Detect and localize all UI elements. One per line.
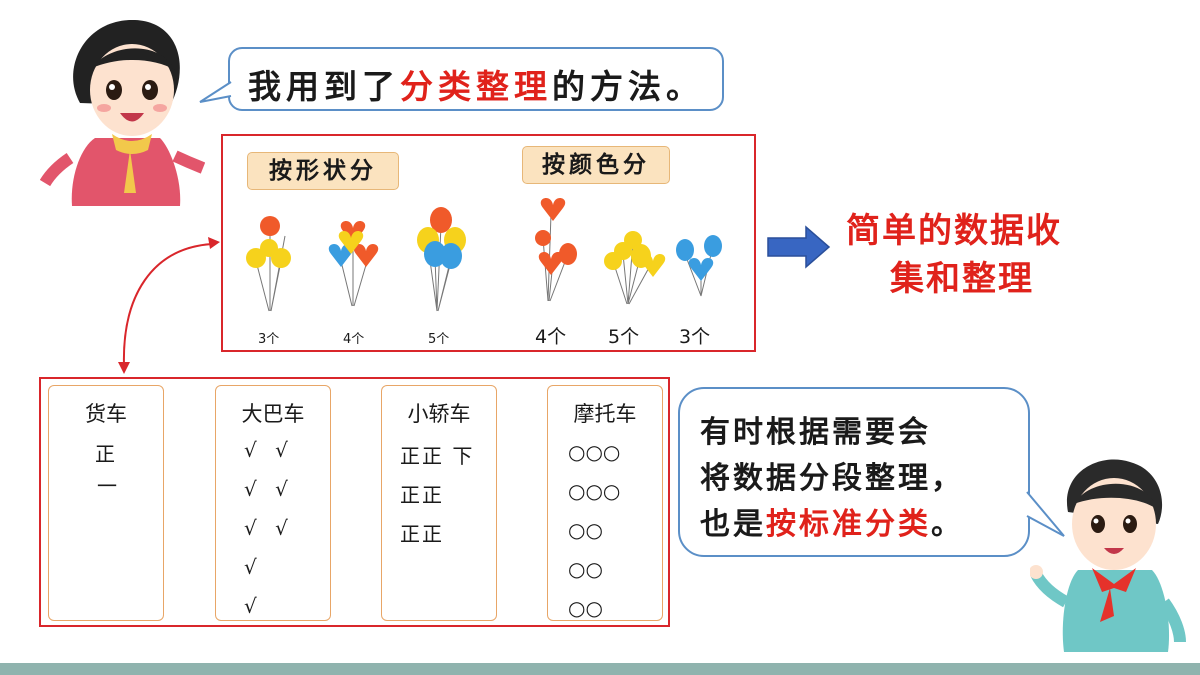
speech-bubble-right: 有时根据需要会 将数据分段整理， 也是按标准分类。 — [678, 387, 1030, 557]
tally-mark: √ √ — [244, 477, 294, 501]
balloon-count-5: 5个 — [608, 326, 640, 348]
bubble-top-tail — [199, 81, 232, 103]
tally-column-truck: 货车 正 一 — [48, 385, 164, 621]
balloon-count-4: 4个 — [535, 326, 567, 348]
speech-bubble-top: 我用到了分类整理的方法。 — [228, 47, 724, 111]
tally-panel: 货车 正 一 大巴车 √ √ √ √ √ √ √ √ 小轿车 正正 下 正正 正… — [39, 377, 670, 627]
tally-mark: 正正 — [400, 522, 444, 546]
boy-illustration — [1030, 459, 1186, 652]
bubble-top-highlight: 分类整理 — [400, 67, 552, 106]
tally-mark: 正 — [95, 442, 121, 466]
tally-mark: 正正 下 — [400, 444, 475, 468]
bubble-right-line-3-prefix: 也是 — [700, 507, 766, 542]
tally-mark: ○○○ — [568, 440, 621, 464]
tally-mark: √ √ — [244, 516, 294, 540]
tally-mark: 正正 — [400, 483, 444, 507]
bubble-top-text: 我用到了分类整理的方法。 — [248, 60, 704, 108]
result-line-2: 集和整理 — [890, 259, 1034, 299]
tally-column-car: 小轿车 正正 下 正正 正正 — [381, 385, 497, 621]
bubble-right-highlight: 按标准分类 — [766, 507, 931, 542]
tally-column-bus: 大巴车 √ √ √ √ √ √ √ √ — [215, 385, 331, 621]
tally-mark: √ — [244, 594, 263, 618]
balloon-count-2: 4个 — [343, 332, 365, 347]
tally-header-car: 小轿车 — [407, 402, 471, 426]
tally-header-bus: 大巴车 — [241, 402, 305, 426]
bubble-right-line-3: 也是按标准分类。 — [700, 499, 964, 543]
tally-mark: ○○ — [568, 518, 603, 542]
balloon-panel: 按形状分 按颜色分 3个 4个 5个 4 — [221, 134, 756, 352]
tally-mark: √ — [244, 555, 263, 579]
tag-by-color: 按颜色分 — [522, 146, 670, 184]
double-arrow-icon — [118, 237, 220, 374]
tally-column-motorcycle: 摩托车 ○○○ ○○○ ○○ ○○ ○○ — [547, 385, 663, 621]
bottom-bar — [0, 663, 1200, 675]
tag-by-shape: 按形状分 — [247, 152, 399, 190]
tally-header-truck: 货车 — [85, 402, 127, 426]
tally-mark: ○○○ — [568, 479, 621, 503]
bubble-top-prefix: 我用到了 — [248, 67, 400, 106]
tally-mark: 一 — [97, 474, 123, 498]
balloon-count-6: 3个 — [679, 326, 711, 348]
tally-mark: ○○ — [568, 557, 603, 581]
balloon-count-3: 5个 — [428, 332, 450, 347]
balloon-groups — [246, 197, 722, 312]
balloon-count-1: 3个 — [258, 332, 280, 347]
result-line-1: 简单的数据收 — [846, 211, 1062, 251]
tally-header-motorcycle: 摩托车 — [573, 402, 637, 426]
bubble-top-suffix: 的方法。 — [552, 67, 704, 106]
girl-illustration — [40, 19, 205, 206]
tally-mark: ○○ — [568, 596, 603, 620]
bubble-right-tail — [1026, 491, 1065, 537]
tally-mark: √ √ — [244, 438, 294, 462]
bubble-right-line-1: 有时根据需要会 — [700, 415, 931, 450]
bubble-right-line-2: 将数据分段整理， — [700, 461, 964, 496]
bubble-right-line-3-suffix: 。 — [931, 507, 964, 542]
balloon-group-flowers — [255, 226, 286, 312]
right-arrow-icon — [767, 225, 831, 269]
